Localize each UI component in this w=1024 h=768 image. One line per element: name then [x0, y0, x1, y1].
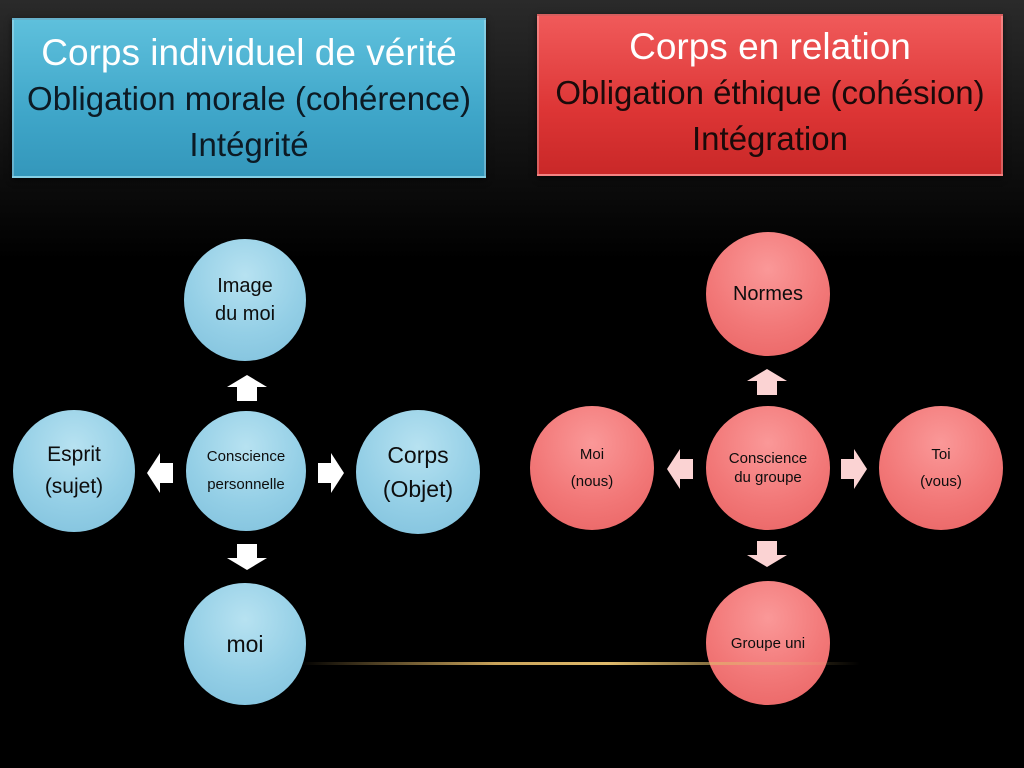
node-moi: moi [184, 583, 306, 705]
node-corps-label: Corps (Objet) [382, 442, 454, 502]
node-esprit: Esprit (sujet) [13, 410, 135, 532]
header-left-subtitle: Obligation morale (cohérence) [27, 80, 471, 117]
header-right-subtitle-2: Intégration [692, 120, 848, 157]
node-moi-nous: Moi (nous) [530, 406, 654, 530]
node-normes-label: Normes [732, 282, 803, 305]
node-conscience-du-groupe-label: Conscience du groupe [728, 450, 808, 486]
header-right-subtitle: Obligation éthique (cohésion) [555, 74, 985, 111]
node-moi-label: moi [226, 630, 264, 657]
arrow-left-icon [667, 449, 693, 489]
node-image-du-moi-label: Image du moi [214, 275, 276, 325]
header-left: Corps individuel de vérité Obligation mo… [12, 18, 486, 178]
node-conscience-personnelle: Conscience personnelle [186, 411, 306, 531]
node-toi-vous-label: Toi (vous) [920, 446, 962, 490]
arrow-left-icon [147, 453, 173, 493]
node-corps: Corps (Objet) [356, 410, 480, 534]
arrow-down-icon [747, 541, 787, 567]
header-right: Corps en relation Obligation éthique (co… [537, 14, 1003, 176]
node-image-du-moi: Image du moi [184, 239, 306, 361]
arrow-right-icon [318, 453, 344, 493]
header-left-title: Corps individuel de vérité [41, 32, 457, 73]
node-groupe-uni-label: Groupe uni [730, 634, 806, 652]
node-normes: Normes [706, 232, 830, 356]
arrow-up-icon [747, 369, 787, 395]
arrow-right-icon [841, 449, 867, 489]
decorative-gold-line [300, 662, 860, 665]
node-conscience-personnelle-label: Conscience personnelle [206, 448, 286, 493]
header-right-title: Corps en relation [629, 26, 911, 67]
node-groupe-uni: Groupe uni [706, 581, 830, 705]
arrow-up-icon [227, 375, 267, 401]
node-toi-vous: Toi (vous) [879, 406, 1003, 530]
arrow-down-icon [227, 544, 267, 570]
node-moi-nous-label: Moi (nous) [570, 446, 614, 490]
node-conscience-du-groupe: Conscience du groupe [706, 406, 830, 530]
header-left-subtitle-2: Intégrité [189, 126, 309, 163]
node-esprit-label: Esprit (sujet) [44, 443, 104, 498]
